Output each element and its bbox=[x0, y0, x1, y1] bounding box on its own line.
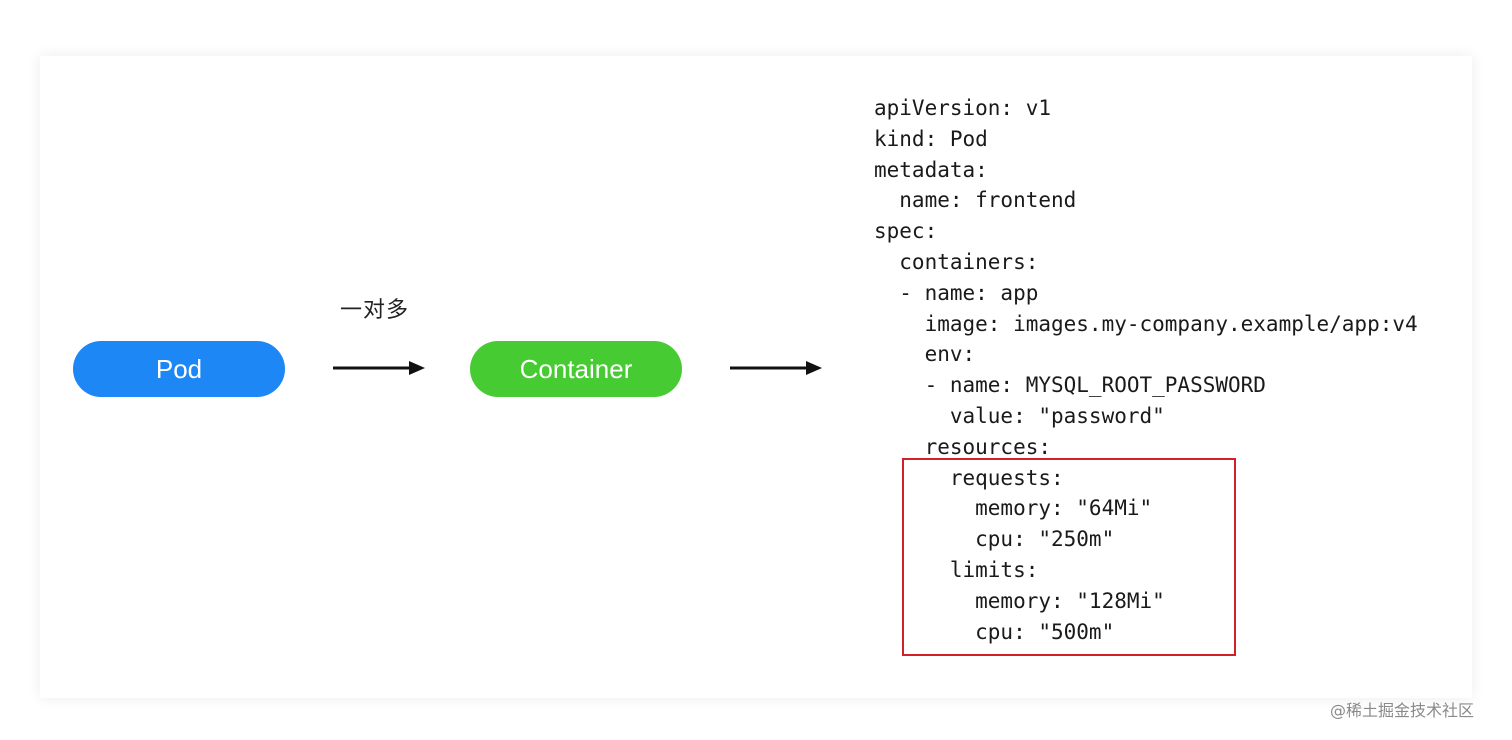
yaml-line: limits: bbox=[874, 557, 1039, 582]
arrow-right-icon bbox=[333, 361, 425, 375]
pod-yaml-code: apiVersion: v1 kind: Pod metadata: name: f… bbox=[874, 93, 1418, 647]
yaml-line: metadata: bbox=[874, 157, 988, 182]
yaml-line: name: frontend bbox=[874, 188, 1077, 213]
container-label: Container bbox=[519, 353, 633, 384]
container-node: Container bbox=[470, 341, 682, 397]
yaml-line: kind: Pod bbox=[874, 126, 988, 151]
yaml-line: - name: app bbox=[874, 280, 1039, 305]
yaml-line: env: bbox=[874, 342, 976, 367]
yaml-line: containers: bbox=[874, 249, 1039, 274]
yaml-line: memory: "128Mi" bbox=[874, 588, 1165, 613]
yaml-line: - name: MYSQL_ROOT_PASSWORD bbox=[874, 373, 1266, 398]
yaml-line: value: "password" bbox=[874, 403, 1165, 428]
yaml-line: spec: bbox=[874, 219, 938, 244]
yaml-line: apiVersion: v1 bbox=[874, 96, 1052, 120]
yaml-line: cpu: "250m" bbox=[874, 527, 1115, 552]
resources-highlight-box bbox=[902, 458, 1236, 656]
yaml-line: cpu: "500m" bbox=[874, 619, 1115, 644]
yaml-line: image: images.my-company.example/app:v4 bbox=[874, 311, 1418, 336]
arrow-right-icon bbox=[730, 361, 822, 375]
pod-label: Pod bbox=[155, 353, 203, 384]
yaml-line: resources: bbox=[874, 434, 1052, 459]
pod-node: Pod bbox=[73, 341, 285, 397]
yaml-line: memory: "64Mi" bbox=[874, 496, 1153, 521]
relation-label: 一对多 bbox=[340, 298, 410, 323]
yaml-line: requests: bbox=[874, 465, 1064, 490]
watermark: @稀土掘金技术社区 bbox=[1330, 701, 1475, 720]
